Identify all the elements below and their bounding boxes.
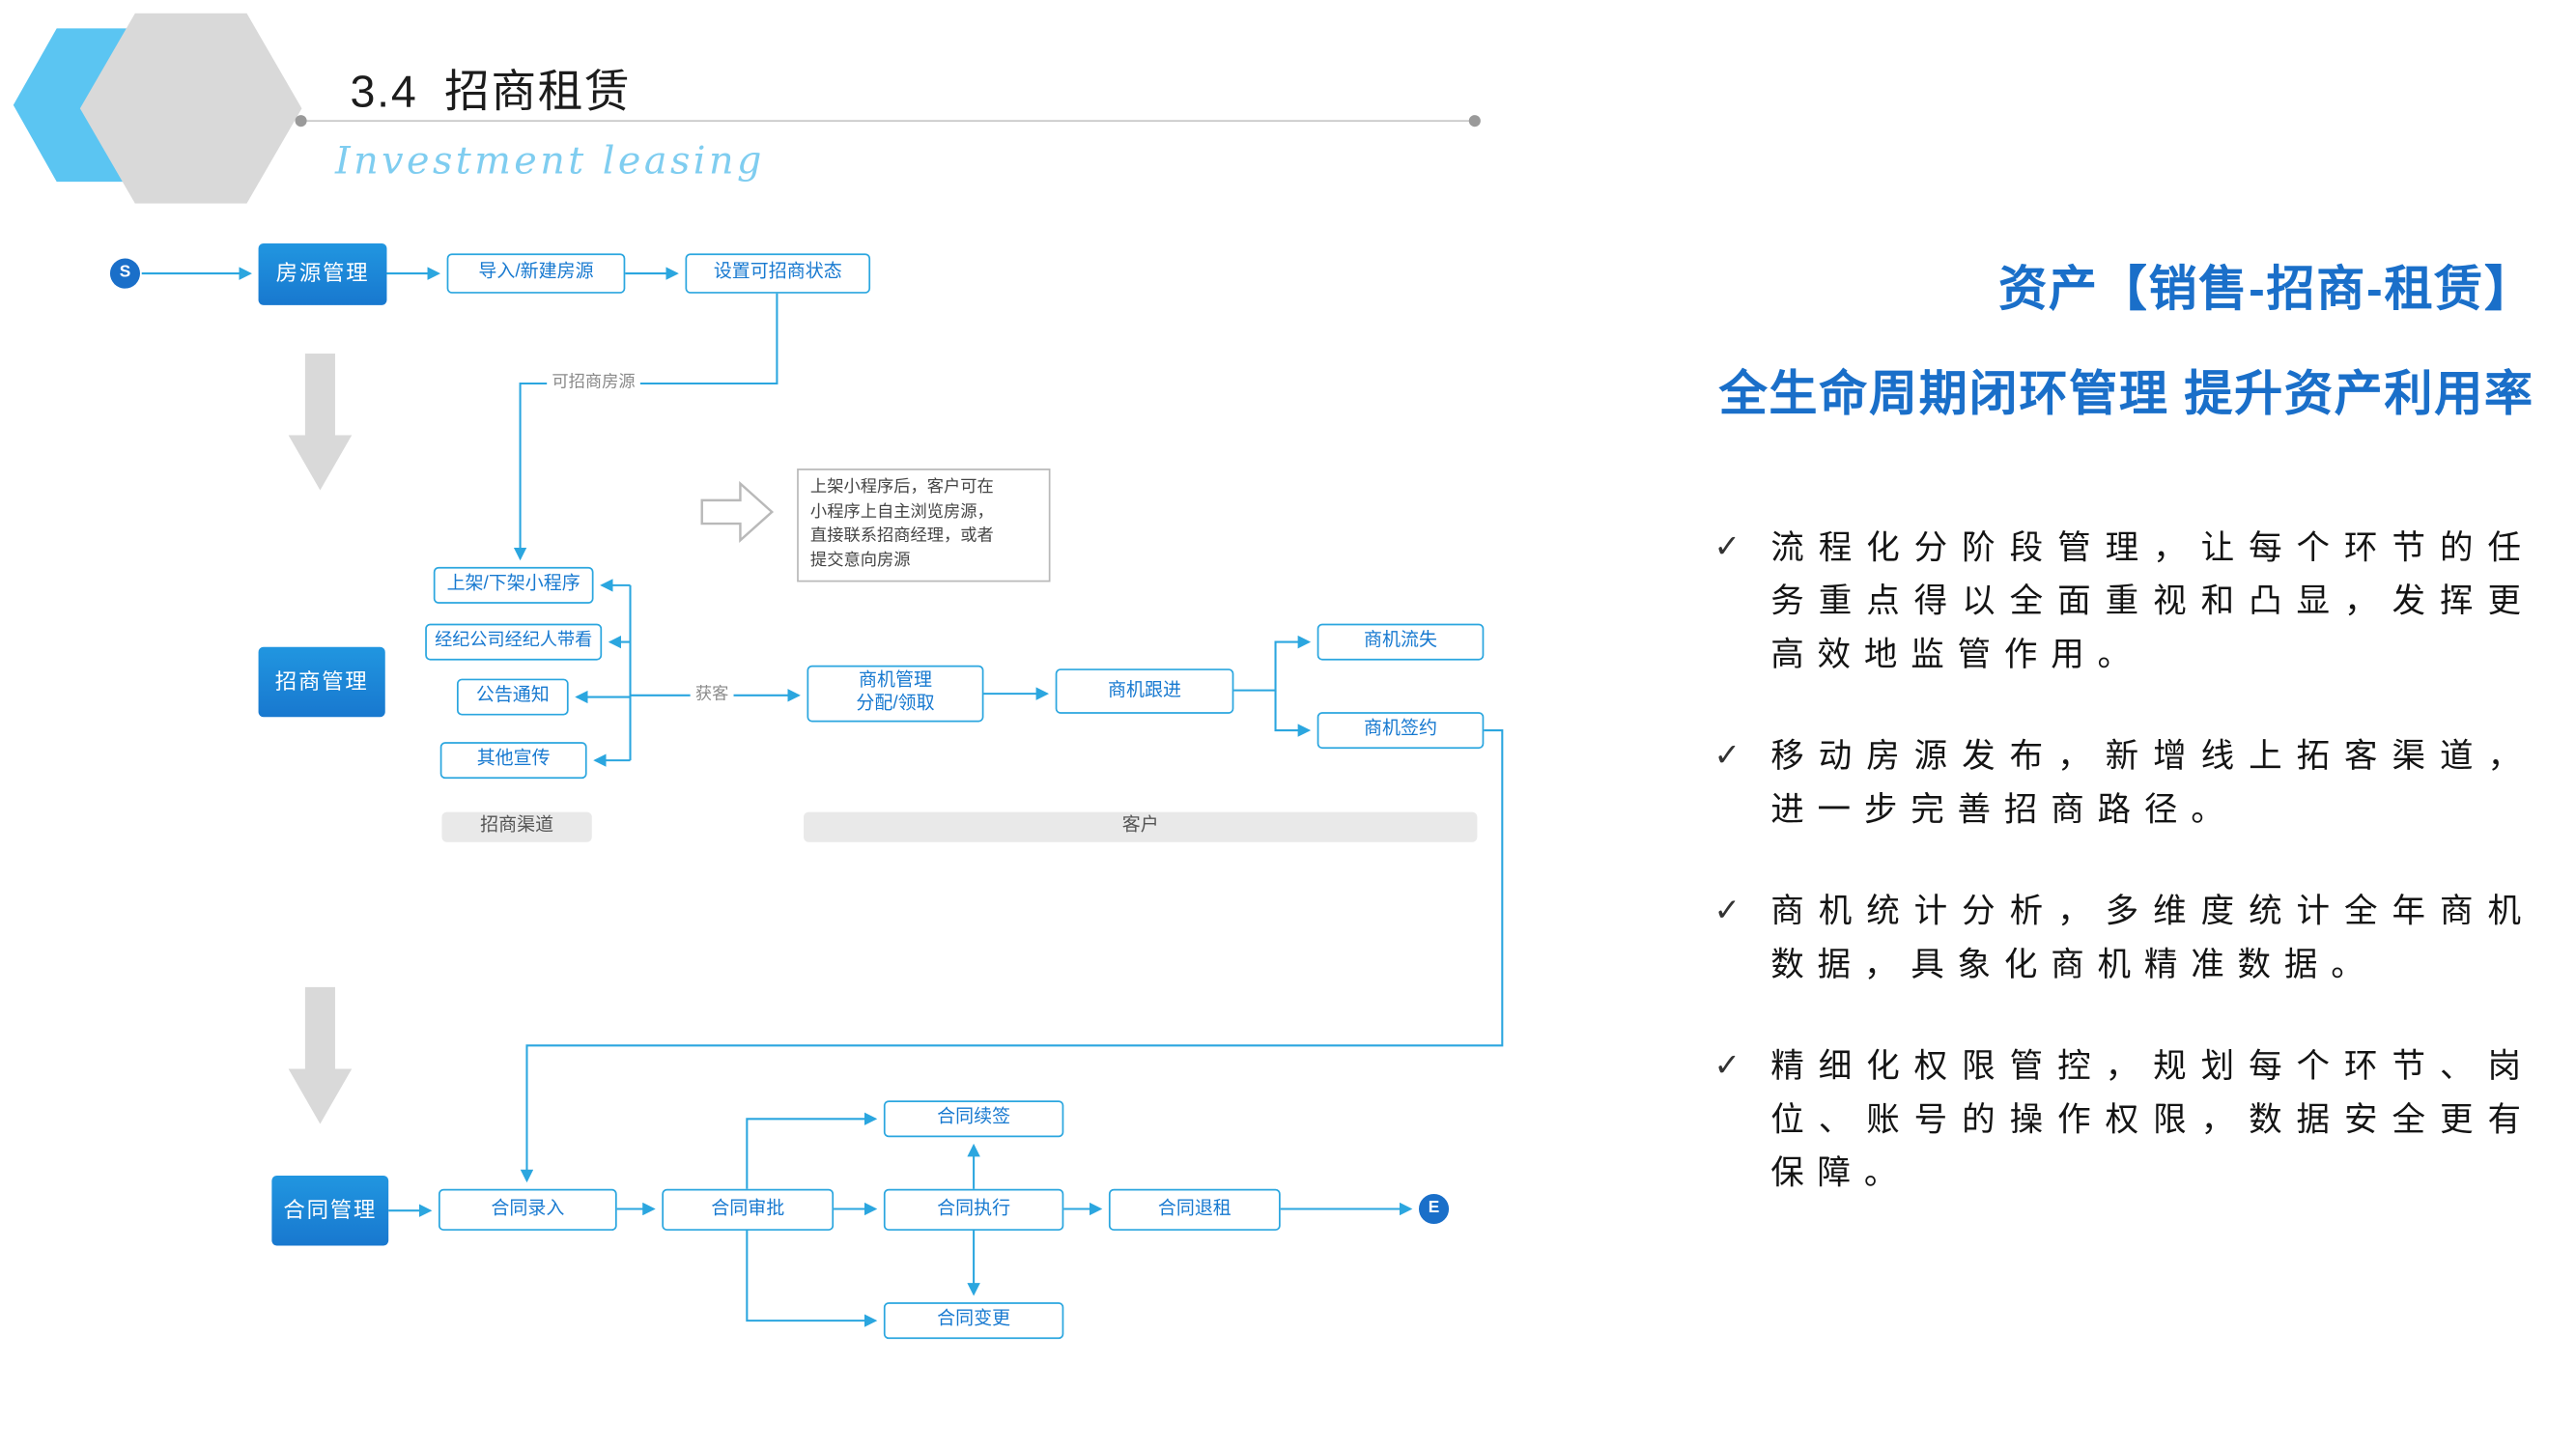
feature-bullet-list: ✓ 流程化分阶段管理，让每个环节的任务重点得以全面重视和凸显，发挥更高效地监管作… xyxy=(1714,521,2534,1248)
section-title: 招商租赁 xyxy=(444,67,632,117)
import-create-listing-node: 导入/新建房源 xyxy=(446,253,626,294)
right-panel-titles: 资产【销售-招商-租赁】 全生命周期闭环管理 提升资产利用率 xyxy=(1626,250,2534,425)
end-node: E xyxy=(1418,1193,1450,1225)
list-item: ✓ 移动房源发布，新增线上拓客渠道，进一步完善招商路径。 xyxy=(1714,728,2534,835)
leasable-listing-label: 可招商房源 xyxy=(547,371,640,394)
bullet-text: 移动房源发布，新增线上拓客渠道，进一步完善招商路径。 xyxy=(1770,735,2534,829)
announcement-channel-node: 公告通知 xyxy=(456,678,569,716)
right-panel-title-line1: 资产【销售-招商-租赁】 xyxy=(1998,263,2534,317)
contract-renewal-node: 合同续签 xyxy=(883,1100,1064,1138)
contract-approval-node: 合同审批 xyxy=(662,1188,835,1231)
hexagon-gray-decoration xyxy=(79,13,302,204)
down-arrow-icon xyxy=(288,986,353,1124)
bullet-text: 精细化权限管控，规划每个环节、岗位、账号的操作权限，数据安全更有保障。 xyxy=(1770,1045,2534,1193)
page-subtitle: Investment leasing xyxy=(334,140,765,184)
check-icon: ✓ xyxy=(1713,736,1741,774)
list-item: ✓ 流程化分阶段管理，让每个环节的任务重点得以全面重视和凸显，发挥更高效地监管作… xyxy=(1714,521,2534,681)
divider-dot-left xyxy=(295,115,307,128)
right-panel-title-line2: 全生命周期闭环管理 提升资产利用率 xyxy=(1718,368,2534,422)
section-number: 3.4 xyxy=(350,67,418,117)
hexagon-blue-decoration xyxy=(13,28,187,183)
contract-change-node: 合同变更 xyxy=(883,1302,1064,1340)
customer-acquisition-label: 获客 xyxy=(690,683,734,706)
list-item: ✓ 精细化权限管控，规划每个环节、岗位、账号的操作权限，数据安全更有保障。 xyxy=(1714,1038,2534,1199)
header-divider xyxy=(299,120,1476,123)
bullet-text: 流程化分阶段管理，让每个环节的任务重点得以全面重视和凸显，发挥更高效地监管作用。 xyxy=(1770,526,2534,674)
callout-arrow-icon xyxy=(700,480,775,543)
contract-entry-node: 合同录入 xyxy=(438,1188,617,1231)
opportunity-lost-node: 商机流失 xyxy=(1316,623,1485,661)
contract-execution-node: 合同执行 xyxy=(883,1188,1064,1231)
check-icon: ✓ xyxy=(1713,1047,1741,1085)
list-item: ✓ 商机统计分析，多维度统计全年商机数据，具象化商机精准数据。 xyxy=(1714,884,2534,990)
contract-management-node: 合同管理 xyxy=(271,1175,389,1246)
contract-termination-node: 合同退租 xyxy=(1108,1188,1281,1231)
investment-management-node: 招商管理 xyxy=(258,646,385,718)
bullet-text: 商机统计分析，多维度统计全年商机数据，具象化商机精准数据。 xyxy=(1770,890,2534,984)
opportunity-signed-node: 商机签约 xyxy=(1316,712,1485,750)
page-title: 3.4 招商租赁 xyxy=(351,55,632,120)
check-icon: ✓ xyxy=(1713,528,1741,566)
down-arrow-icon xyxy=(288,353,353,491)
mini-program-note: 上架小程序后，客户可在 小程序上自主浏览房源， 直接联系招商经理，或者 提交意向… xyxy=(797,469,1051,582)
mini-program-channel-node: 上架/下架小程序 xyxy=(433,566,594,604)
opportunity-management-line1: 商机管理 xyxy=(858,670,932,692)
opportunity-management-line2: 分配/领取 xyxy=(856,694,935,714)
property-management-node: 房源管理 xyxy=(258,243,387,305)
broker-visit-channel-node: 经纪公司经纪人带看 xyxy=(425,623,603,661)
divider-dot-right xyxy=(1468,115,1481,128)
start-node: S xyxy=(109,258,141,289)
opportunity-management-node: 商机管理 分配/领取 xyxy=(807,665,984,723)
other-promo-channel-node: 其他宣传 xyxy=(439,742,587,780)
check-icon: ✓ xyxy=(1713,892,1741,929)
set-leasable-status-node: 设置可招商状态 xyxy=(685,253,871,294)
channel-group-label: 招商渠道 xyxy=(441,811,592,842)
customer-group-label: 客户 xyxy=(804,811,1478,842)
opportunity-follow-up-node: 商机跟进 xyxy=(1055,668,1234,714)
